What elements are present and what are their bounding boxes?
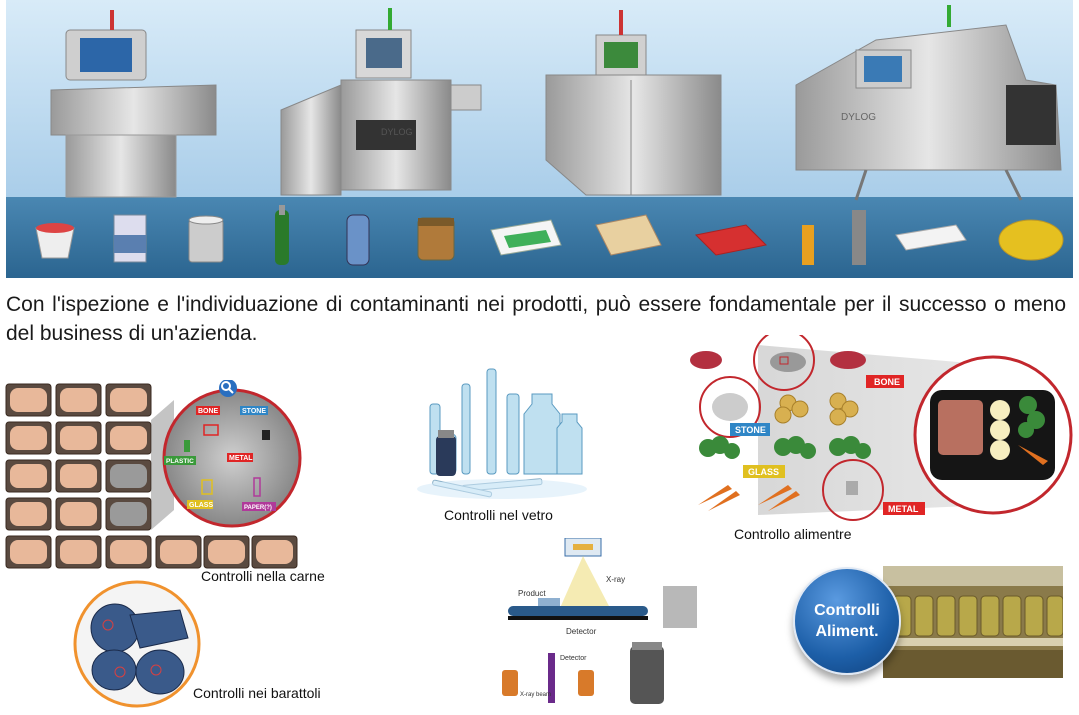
- meat-caption: Controlli nella carne: [201, 568, 325, 584]
- food-inspection-graphic: BONE STONE GLASS METAL: [688, 329, 1073, 525]
- label-metal: METAL: [888, 504, 919, 514]
- controlli-aliment-badge: Controlli Aliment.: [793, 567, 901, 675]
- machines-banner: DYLOG DYLOG: [6, 0, 1073, 278]
- jar-production-line-photo: [883, 566, 1064, 678]
- glass-vials-graphic: [412, 364, 592, 504]
- detector-label: Detector: [566, 627, 597, 636]
- glass-caption: Controlli nel vetro: [444, 507, 553, 523]
- label-stone: STONE: [735, 425, 766, 435]
- xray-machine-1: [50, 10, 217, 198]
- label-paper: PAPER(?): [244, 505, 272, 511]
- product-label: Product: [518, 589, 546, 598]
- detector-label-2: Detector: [560, 655, 587, 662]
- label-stone: STONE: [242, 408, 266, 415]
- xray-machine-2: DYLOG: [280, 8, 482, 196]
- jars-xray-graphic: [70, 580, 205, 710]
- products-row: [35, 205, 1064, 266]
- jars-caption: Controlli nei barattoli: [193, 685, 321, 701]
- meat-inspection-graphic: BONE STONE PLASTIC METAL GLASS PAPER(?): [4, 379, 349, 575]
- xray-beam-label: X-ray beam: [520, 692, 551, 698]
- machine-logo: DYLOG: [841, 112, 876, 123]
- meat-contaminant-labels: BONE STONE PLASTIC METAL GLASS PAPER(?): [164, 406, 276, 511]
- badge-line-2: Aliment.: [815, 623, 879, 640]
- badge-line-1: Controlli: [814, 602, 880, 619]
- label-bone: BONE: [198, 408, 219, 415]
- food-contaminant-labels: BONE STONE GLASS METAL: [730, 375, 925, 515]
- xray-machine-4: DYLOG: [795, 5, 1062, 201]
- food-caption: Controllo alimentre: [734, 526, 852, 542]
- xray-label: X-ray: [606, 575, 625, 584]
- xray-conveyor-diagram: Product X-ray Detector Detector X-ray be…: [500, 537, 710, 710]
- xray-machine-3: [545, 10, 722, 196]
- label-glass: GLASS: [189, 502, 213, 509]
- label-metal: METAL: [229, 455, 253, 462]
- label-bone: BONE: [874, 377, 900, 387]
- label-glass: GLASS: [748, 467, 779, 477]
- intro-paragraph: Con l'ispezione e l'individuazione di co…: [6, 293, 1066, 345]
- label-plastic: PLASTIC: [166, 458, 194, 465]
- machine-logo: DYLOG: [381, 127, 413, 137]
